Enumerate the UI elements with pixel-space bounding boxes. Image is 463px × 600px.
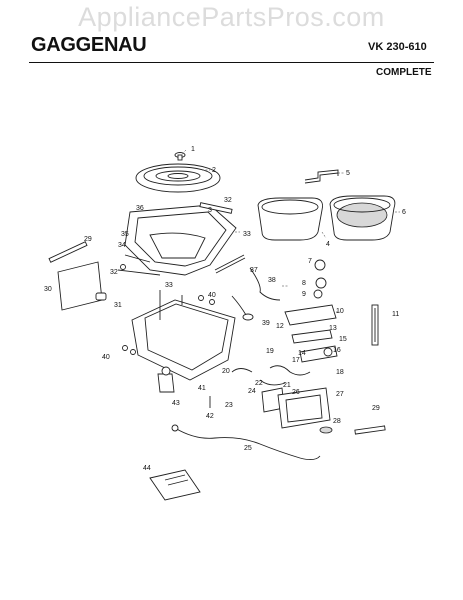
callout-5: 5 [346, 170, 350, 177]
callout-38: 38 [268, 277, 276, 284]
callout-3: 3 [208, 207, 212, 214]
callout-31: 31 [114, 302, 122, 309]
part-28-foot [319, 426, 333, 434]
callout-35: 35 [121, 231, 129, 238]
callout-8: 8 [302, 280, 306, 287]
part-44-manual [149, 469, 201, 501]
part-29-bar-left [48, 241, 88, 263]
part-4-basket [257, 197, 323, 241]
header-rule [29, 62, 434, 63]
callout-27: 27 [336, 391, 344, 398]
callout-7: 7 [308, 258, 312, 265]
callout-19: 19 [266, 348, 274, 355]
part-34-rod [117, 254, 161, 276]
callout-15: 15 [339, 336, 347, 343]
callout-23: 23 [225, 402, 233, 409]
brand-logo: GAGGENAU [31, 34, 147, 56]
callout-17: 17 [292, 357, 300, 364]
part-13-thermostat [291, 329, 338, 363]
part-2-lid [135, 163, 221, 193]
part-37-rod [214, 254, 246, 274]
part-27-control-housing [277, 387, 331, 429]
part-29-bar-right [354, 425, 386, 435]
callout-36: 36 [136, 205, 144, 212]
callout-12: 12 [276, 323, 284, 330]
callout-20: 20 [222, 368, 230, 375]
part-43-drain-valve [157, 366, 175, 393]
callout-34: 34 [118, 242, 126, 249]
callout-44: 44 [143, 465, 151, 472]
callout-11: 11 [392, 311, 399, 318]
part-36-oil-tank [124, 204, 237, 276]
part-32-bracket [199, 202, 233, 214]
callout-32-top: 32 [224, 197, 232, 204]
callout-1: 1 [191, 146, 195, 153]
callout-33-top: 33 [243, 231, 251, 238]
callout-9: 9 [302, 291, 306, 298]
callout-18: 18 [336, 369, 344, 376]
callout-10: 10 [336, 308, 344, 315]
callout-28: 28 [333, 418, 341, 425]
callout-41: 41 [198, 385, 206, 392]
callout-22: 22 [255, 380, 263, 387]
part-5-handle [304, 169, 339, 184]
callout-16: 16 [333, 347, 341, 354]
callout-21: 21 [283, 382, 291, 389]
callout-29-left: 29 [84, 236, 92, 243]
part-7-knob-assembly [313, 259, 327, 299]
part-40-screws [122, 295, 215, 355]
callout-13: 13 [329, 325, 337, 332]
part-6-mesh-basket [329, 195, 396, 241]
part-25-power-cord [171, 424, 321, 461]
leader-lines [181, 149, 400, 313]
part-30-side-panel [57, 261, 103, 311]
diagram-subtitle: COMPLETE [376, 67, 432, 78]
callout-32-left: 32 [110, 269, 118, 276]
callout-26: 26 [292, 389, 300, 396]
callout-4: 4 [326, 241, 330, 248]
callout-42: 42 [206, 413, 214, 420]
model-number: VK 230-610 [368, 41, 427, 53]
part-19-wiring [259, 365, 311, 386]
part-10-control-panel [284, 304, 337, 326]
callout-6: 6 [402, 209, 406, 216]
part-31-clip [95, 292, 107, 301]
callout-labels: 1 2 3 4 5 6 7 8 9 10 11 12 13 14 15 16 1… [44, 146, 406, 472]
watermark: AppliancePartsPros.com [78, 2, 385, 32]
part-41-housing-frame [131, 290, 236, 381]
callout-33-mid: 33 [165, 282, 173, 289]
callout-43: 43 [172, 400, 180, 407]
callout-40-top: 40 [208, 292, 216, 299]
callout-25: 25 [244, 445, 252, 452]
callout-40-left: 40 [102, 354, 110, 361]
part-38-cable [249, 267, 281, 301]
callout-29-right: 29 [372, 405, 380, 412]
callout-2: 2 [212, 167, 216, 174]
callout-30: 30 [44, 286, 52, 293]
part-1-knob [174, 152, 186, 161]
part-11-element-bar [371, 304, 379, 346]
callout-37: 37 [250, 267, 258, 274]
callout-14: 14 [298, 350, 306, 357]
part-20-cable [231, 368, 253, 373]
callout-24: 24 [248, 388, 256, 395]
callout-39: 39 [262, 320, 270, 327]
part-39-sensor [231, 295, 254, 321]
